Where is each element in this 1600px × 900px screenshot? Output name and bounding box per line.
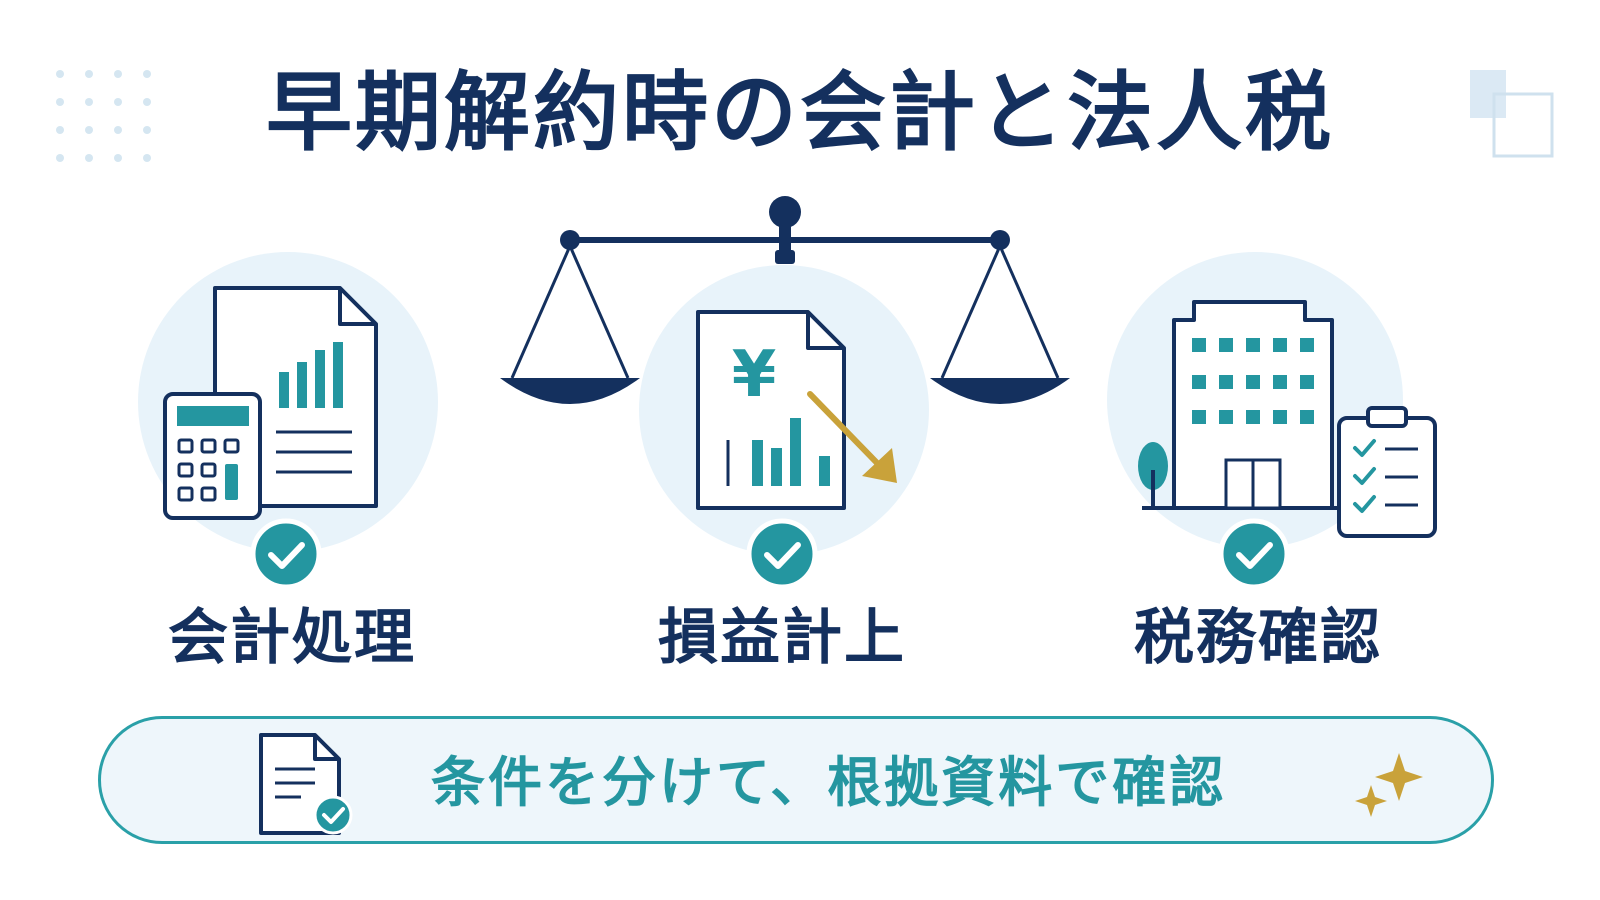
label-tax-check: 税務確認 bbox=[1134, 603, 1382, 673]
check-badge-tax bbox=[1218, 518, 1290, 590]
label-accounting: 会計処理 bbox=[168, 603, 416, 673]
banner-text: 条件を分けて、根拠資料で確認 bbox=[431, 751, 1227, 814]
page-title: 早期解約時の会計と法人税 bbox=[266, 63, 1334, 163]
office-building-checklist-icon bbox=[1138, 300, 1437, 538]
document-check-icon bbox=[259, 733, 353, 835]
check-badge-pl bbox=[746, 518, 818, 590]
calculator-report-icon bbox=[163, 286, 378, 520]
label-profit-loss: 損益計上 bbox=[658, 603, 906, 673]
banner-icons bbox=[259, 733, 1423, 835]
dot-grid-decoration bbox=[56, 70, 151, 162]
yen-document-decline-icon: ¥ bbox=[696, 310, 897, 510]
check-badge-accounting bbox=[250, 518, 322, 590]
balance-scale-icon bbox=[500, 196, 1070, 404]
summary-banner: 条件を分けて、根拠資料で確認 bbox=[98, 716, 1494, 844]
yen-symbol: ¥ bbox=[732, 338, 777, 412]
square-decoration bbox=[1470, 70, 1554, 158]
sparkle-icon bbox=[1355, 753, 1423, 817]
